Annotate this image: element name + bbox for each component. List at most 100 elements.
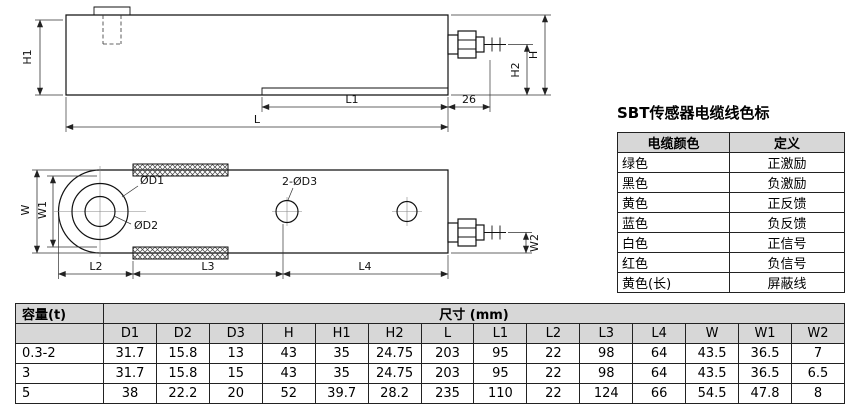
dim-label-w1: W1 [36,201,49,219]
dim-label-l4: L4 [358,260,371,273]
dim-cell: 31.7 [103,343,157,364]
dim-h1: H1 [21,19,63,96]
dim-cell: 52 [261,383,316,404]
col-header-h2: H2 [367,323,422,344]
dim-cell: 24.75 [367,343,422,364]
dim-cell: 38 [103,383,157,404]
table-row: 黄色(长) 屏蔽线 [617,272,845,293]
dim-l: L [65,97,449,132]
col-header-l3: L3 [579,323,634,344]
dim-w: W [19,169,97,254]
table-row: 电缆颜色 定义 [617,132,845,153]
cable-color-cell: 蓝色 [617,212,730,233]
cable-color-cell: 黑色 [617,172,730,193]
table-row: 白色 正信号 [617,232,845,253]
gland-collar [475,36,485,53]
col-header-h1: H1 [314,323,369,344]
table-row: 红色 负信号 [617,252,845,273]
cable-color-cell: 黄色 [617,192,730,213]
col-header-w2: W2 [790,323,846,344]
side-view-drawing: H1 L1 26 L H H2 [21,6,551,132]
dim-label-l1: L1 [345,93,358,106]
dim-label-26: 26 [462,93,476,106]
dim-cell: 95 [473,363,528,384]
dim-cell: 36.5 [738,343,792,364]
extension-line [32,169,97,254]
dim-gland-length: 26 [447,60,491,112]
dim-cell: 15.8 [155,343,210,364]
dim-l4: L4 [282,255,449,279]
dim-cell: 124 [579,383,634,404]
loadcell-side-body [65,6,449,96]
hole-centerlines [272,197,422,226]
hole-d3-left [275,199,299,224]
dim-cell: 54.5 [685,383,740,404]
dim-cell: 31.7 [103,363,157,384]
dim-label-h2: H2 [509,62,522,77]
col-header-l: L [420,323,475,344]
col-header-d2: D2 [155,323,210,344]
cable-side [484,37,506,52]
beam-outline [65,14,449,96]
dim-label-h: H [527,51,540,59]
dim-cell: 35 [314,343,369,364]
col-header-d3: D3 [208,323,263,344]
dim-cell: 6.5 [790,363,846,384]
hole-d3-right [396,200,418,223]
dim-label-w: W [19,204,32,215]
table-row: 5 38 22.2 20 52 39.7 28.2 235 110 22 124… [15,383,846,404]
dim-label-l3: L3 [201,260,214,273]
gland-hex-nut [457,218,477,247]
cable-color-cell: 白色 [617,232,730,253]
dim-cell: 13 [208,343,263,364]
dim-cell: 7 [790,343,846,364]
hex-facet-lines [458,39,476,50]
dim-cell: 15 [208,363,263,384]
hidden-hole-line [102,15,122,45]
hole-d1 [71,182,129,241]
dim-l2: L2 [58,216,134,279]
dim-cell: 24.75 [367,363,422,384]
col-header-w: W [685,323,740,344]
dim-cell: 39.7 [314,383,369,404]
cable-color-cell: 绿色 [617,152,730,173]
knurl-strip-bottom [132,246,229,260]
empty-header-cell [15,323,104,344]
capacity-cell: 0.3-2 [15,343,104,364]
table-row: D1 D2 D3 H H1 H2 L L1 L2 L3 L4 W W1 W2 [15,323,846,344]
table-row: 蓝色 负反馈 [617,212,845,233]
dimension-table: 容量(t) 尺寸 (mm) D1 D2 D3 H H1 H2 L L1 L2 L… [15,303,846,404]
knurled-strips [132,163,229,260]
dim-cell: 22.2 [155,383,210,404]
definition-header: 定义 [729,132,845,153]
mounting-boss [93,6,131,15]
label-d3: 2-ØD3 [282,175,317,201]
dim-cell: 22 [526,383,581,404]
pivot-hole [54,166,146,257]
hex-facet-lines [458,227,476,238]
dim-cell: 64 [632,343,687,364]
leader-line [121,185,139,198]
definition-cell: 负激励 [729,172,845,193]
col-header-l1: L1 [473,323,528,344]
beam-step-line [261,87,448,95]
hole-label-d3: 2-ØD3 [282,175,317,188]
table-row: 0.3-2 31.7 15.8 13 43 35 24.75 203 95 22… [15,343,846,364]
cable-table-title: SBT传感器电缆线色标 [617,104,770,122]
dim-w1: W1 [36,175,97,248]
cable-color-panel: SBT传感器电缆线色标 电缆颜色 定义 绿色 正激励 黑色 负激励 [617,102,845,293]
col-header-h: H [261,323,316,344]
dim-cell: 35 [314,363,369,384]
dim-cell: 43.5 [685,363,740,384]
dim-cell: 36.5 [738,363,792,384]
mounting-holes [272,197,422,226]
dim-label-l: L [254,113,261,126]
cable-color-cell: 黄色(长) [617,272,730,293]
dim-cell: 64 [632,363,687,384]
hole-label-d1: ØD1 [140,174,164,187]
table-row: 黑色 负激励 [617,172,845,193]
leader-line [287,187,294,201]
size-header: 尺寸 (mm) [103,303,845,324]
gland-flange [447,34,459,55]
